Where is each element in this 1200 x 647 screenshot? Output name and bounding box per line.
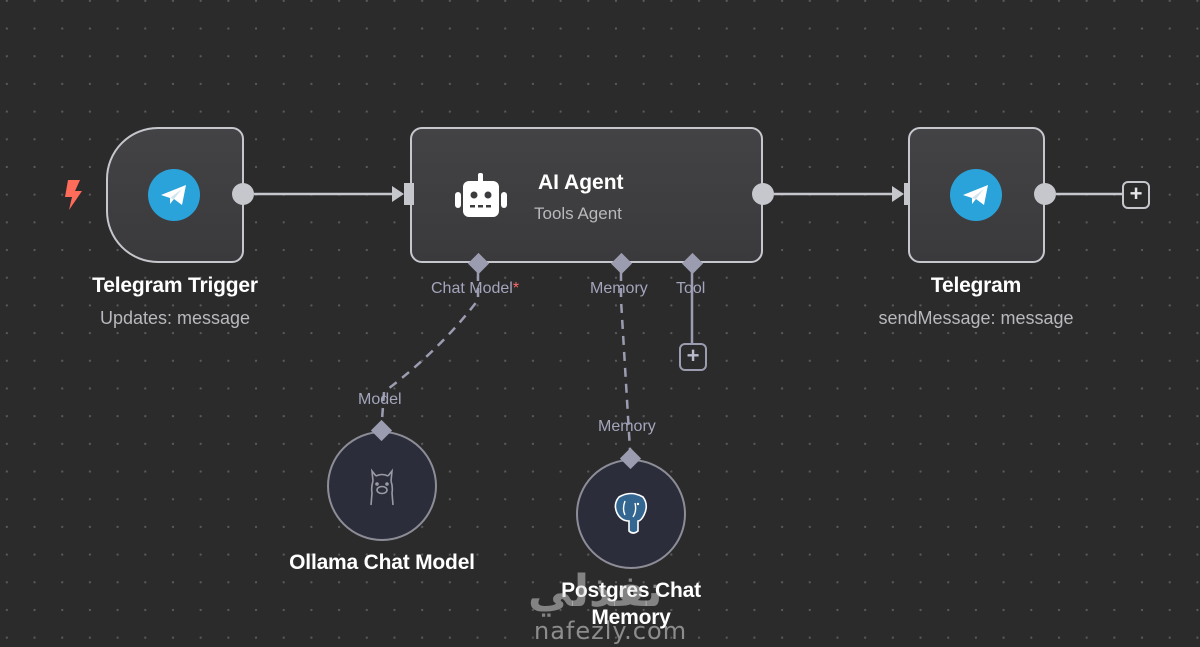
watermark-arabic: نفذلي (528, 566, 663, 617)
add-node-button[interactable]: + (1122, 181, 1150, 209)
telegram-subtitle: sendMessage: message (878, 308, 1074, 328)
ollama-chat-model-title: Ollama Chat Model (289, 551, 475, 574)
ollama-chat-model-node[interactable] (327, 431, 437, 541)
ai-agent-subtitle: Tools Agent (534, 204, 622, 223)
postgres-chat-memory-title-line2: Memory (591, 606, 671, 629)
memory-handle-label: Memory (590, 280, 648, 297)
edge-arrow-telegram (892, 186, 904, 202)
ai-agent-node[interactable]: AI Agent Tools Agent (410, 127, 763, 263)
postgres-memory-handle-label: Memory (598, 418, 656, 435)
telegram-trigger-node[interactable] (106, 127, 244, 263)
telegram-trigger-subtitle: Updates: message (99, 308, 251, 328)
ai-agent-input-handle[interactable] (404, 183, 414, 205)
chat-model-label-text: Chat Model (431, 280, 513, 297)
edge-memory-dashed[interactable] (619, 272, 632, 451)
edge-chat-model-dashed[interactable] (380, 272, 480, 421)
telegram-output-handle[interactable] (1034, 183, 1056, 205)
ai-agent-output-handle[interactable] (752, 183, 774, 205)
telegram-node[interactable] (908, 127, 1045, 263)
trigger-output-handle[interactable] (232, 183, 254, 205)
postgres-elephant-icon (611, 491, 651, 535)
ollama-model-handle-label: Model (358, 391, 402, 408)
trigger-bolt-icon (62, 178, 84, 212)
tool-handle-label: Tool (676, 280, 706, 297)
ai-agent-title: AI Agent (538, 171, 624, 194)
edge-arrow-agent (392, 186, 404, 202)
llama-icon (367, 467, 397, 507)
telegram-icon (950, 169, 1002, 221)
robot-icon (452, 171, 510, 223)
postgres-chat-memory-title-line1: Postgres Chat (561, 579, 701, 602)
watermark-text: nafezly.com (534, 617, 688, 645)
required-asterisk: * (512, 280, 520, 297)
telegram-title: Telegram (930, 274, 1022, 297)
postgres-chat-memory-node[interactable] (576, 459, 686, 569)
chat-model-handle-label: Chat Model* (431, 280, 519, 298)
add-tool-button[interactable]: + (679, 343, 707, 371)
telegram-trigger-title: Telegram Trigger (92, 274, 258, 297)
telegram-icon (148, 169, 200, 221)
